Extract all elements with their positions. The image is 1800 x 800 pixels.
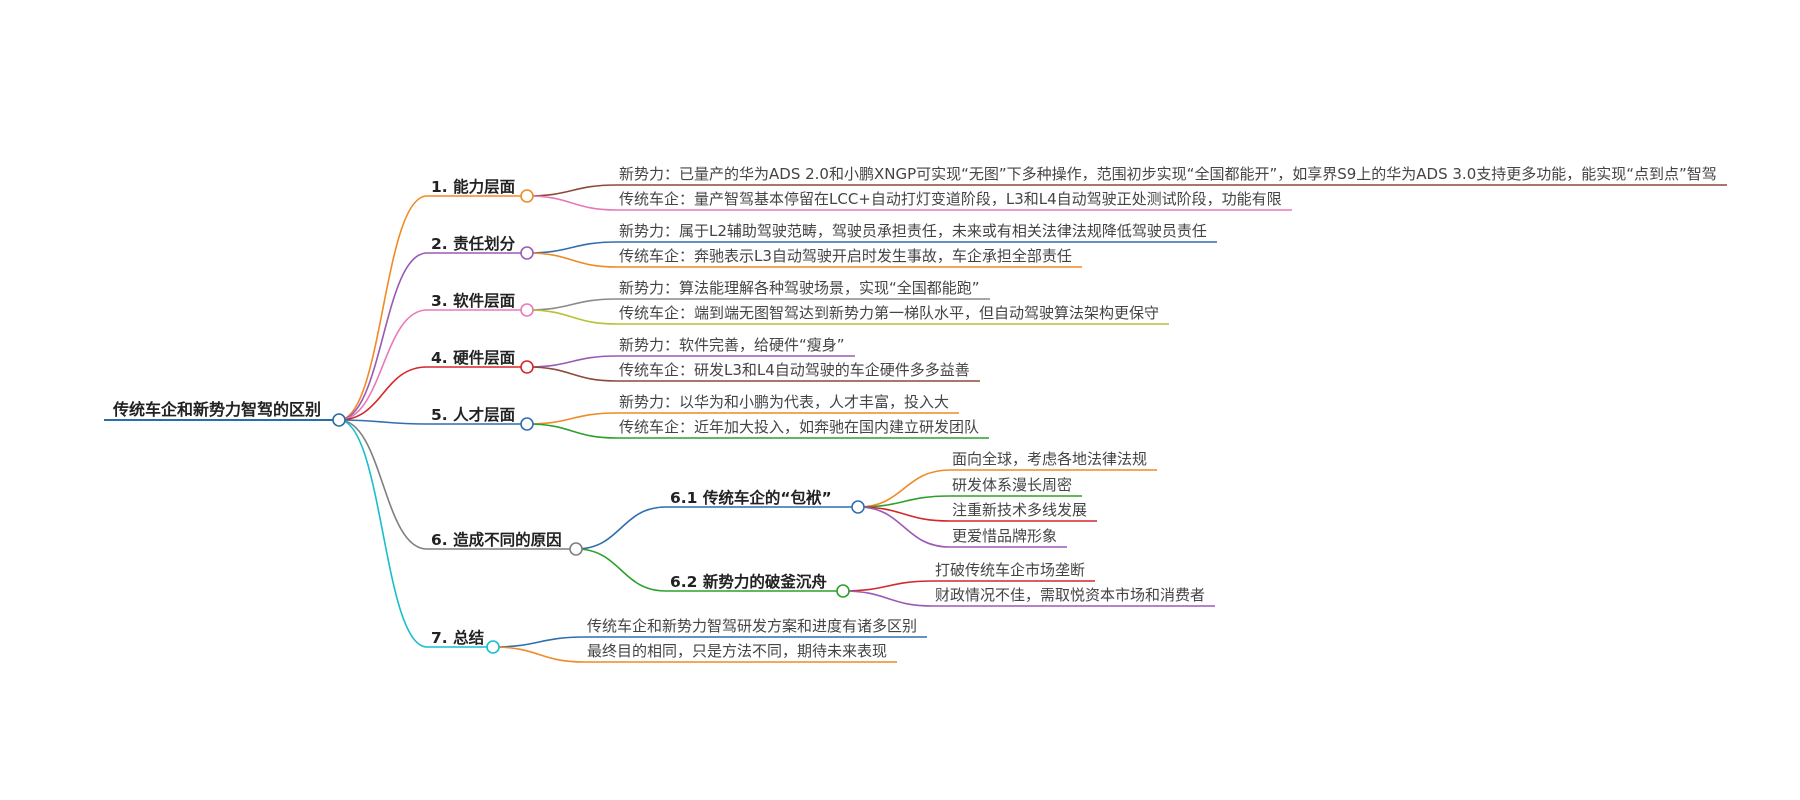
connector-root-b1	[338, 195, 428, 421]
branch-b6[interactable]: 6. 造成不同的原因	[431, 531, 562, 549]
connector-6-1-leaf-4	[857, 506, 951, 548]
connector-b6-sub-2	[575, 548, 667, 592]
connector-b1-leaf-2	[526, 195, 618, 211]
collapse-node-b5[interactable]	[520, 417, 534, 431]
branch-b3[interactable]: 3. 软件层面	[431, 292, 516, 310]
leaf-b1-1[interactable]: 新势力：已量产的华为ADS 2.0和小鹏XNGP可实现“无图”下多种操作，范围初…	[619, 165, 1717, 183]
connector-6-2-leaf-2	[842, 590, 934, 607]
leaf-b5-1[interactable]: 新势力：以华为和小鹏为代表，人才丰富，投入大	[619, 393, 950, 411]
leaf-b4-2[interactable]: 传统车企：研发L3和L4自动驾驶的车企硬件多多益善	[619, 361, 970, 379]
collapse-node-b1[interactable]	[520, 189, 534, 203]
leaf-b3-1[interactable]: 新势力：算法能理解各种驾驶场景，实现“全国都能跑”	[619, 279, 980, 297]
leaf-6-1-1[interactable]: 面向全球，考虑各地法律法规	[952, 450, 1148, 468]
collapse-node-b2[interactable]	[520, 246, 534, 260]
sub-topic-6-1[interactable]: 6.1 传统车企的“包袱”	[670, 489, 832, 507]
connector-b3-leaf-2	[526, 309, 618, 325]
collapse-node-6-2[interactable]	[836, 584, 850, 598]
connector-b7-leaf-1	[492, 636, 586, 648]
connector-root-b2	[338, 252, 428, 421]
leaf-b5-2[interactable]: 传统车企：近年加大投入，如奔驰在国内建立研发团队	[619, 418, 980, 436]
connector-b5-leaf-2	[526, 423, 618, 439]
branch-b1[interactable]: 1. 能力层面	[431, 178, 516, 196]
root-topic[interactable]: 传统车企和新势力智驾的区别	[113, 400, 322, 419]
connector-b6-sub-1	[575, 506, 667, 550]
branch-b7[interactable]: 7. 总结	[431, 629, 485, 647]
connector-b5-leaf-1	[526, 412, 618, 425]
collapse-node-6-1[interactable]	[851, 500, 865, 514]
branch-b4[interactable]: 4. 硬件层面	[431, 349, 516, 367]
connector-b1-leaf-1	[526, 184, 618, 197]
connector-6-2-leaf-1	[842, 580, 934, 592]
leaf-6-2-2[interactable]: 财政情况不佳，需取悦资本市场和消费者	[935, 586, 1206, 604]
leaf-b7-1[interactable]: 传统车企和新势力智驾研发方案和进度有诸多区别	[587, 617, 918, 635]
connector-root-b6	[338, 419, 428, 550]
connector-root-b3	[338, 309, 428, 421]
leaf-b2-1[interactable]: 新势力：属于L2辅助驾驶范畴，驾驶员承担责任，未来或有相关法律法规降低驾驶员责任	[619, 222, 1207, 240]
leaf-b3-2[interactable]: 传统车企：端到端无图智驾达到新势力第一梯队水平，但自动驾驶算法架构更保守	[619, 304, 1160, 322]
connector-6-1-leaf-2	[857, 495, 951, 508]
collapse-node-root[interactable]	[332, 413, 346, 427]
collapse-node-b3[interactable]	[520, 303, 534, 317]
leaf-b4-1[interactable]: 新势力：软件完善，给硬件“瘦身”	[619, 336, 845, 354]
connector-b3-leaf-1	[526, 298, 618, 311]
leaf-6-1-3[interactable]: 注重新技术多线发展	[952, 501, 1088, 519]
connector-b4-leaf-1	[526, 355, 618, 368]
leaf-6-1-4[interactable]: 更爱惜品牌形象	[952, 527, 1058, 545]
connector-root-b7	[338, 419, 428, 648]
leaf-6-1-2[interactable]: 研发体系漫长周密	[952, 476, 1073, 494]
leaf-6-2-1[interactable]: 打破传统车企市场垄断	[935, 561, 1086, 579]
connector-6-1-leaf-1	[857, 469, 951, 508]
leaf-b7-2[interactable]: 最终目的相同，只是方法不同，期待未来表现	[587, 642, 888, 660]
collapse-node-b4[interactable]	[520, 360, 534, 374]
leaf-b2-2[interactable]: 传统车企：奔驰表示L3自动驾驶开启时发生事故，车企承担全部责任	[619, 247, 1072, 265]
sub-topic-6-2[interactable]: 6.2 新势力的破釜沉舟	[670, 573, 827, 591]
connector-root-b5	[338, 419, 428, 425]
connector-b7-leaf-2	[492, 646, 586, 663]
connector-b4-leaf-2	[526, 366, 618, 382]
connector-root-b4	[338, 366, 428, 421]
leaf-b1-2[interactable]: 传统车企：量产智驾基本停留在LCC+自动打灯变道阶段，L3和L4自动驾驶正处测试…	[619, 190, 1282, 208]
connector-b2-leaf-1	[526, 241, 618, 254]
collapse-node-b7[interactable]	[486, 640, 500, 654]
connector-b2-leaf-2	[526, 252, 618, 268]
branch-b2[interactable]: 2. 责任划分	[431, 235, 516, 253]
branch-b5[interactable]: 5. 人才层面	[431, 406, 516, 424]
collapse-node-b6[interactable]	[569, 542, 583, 556]
